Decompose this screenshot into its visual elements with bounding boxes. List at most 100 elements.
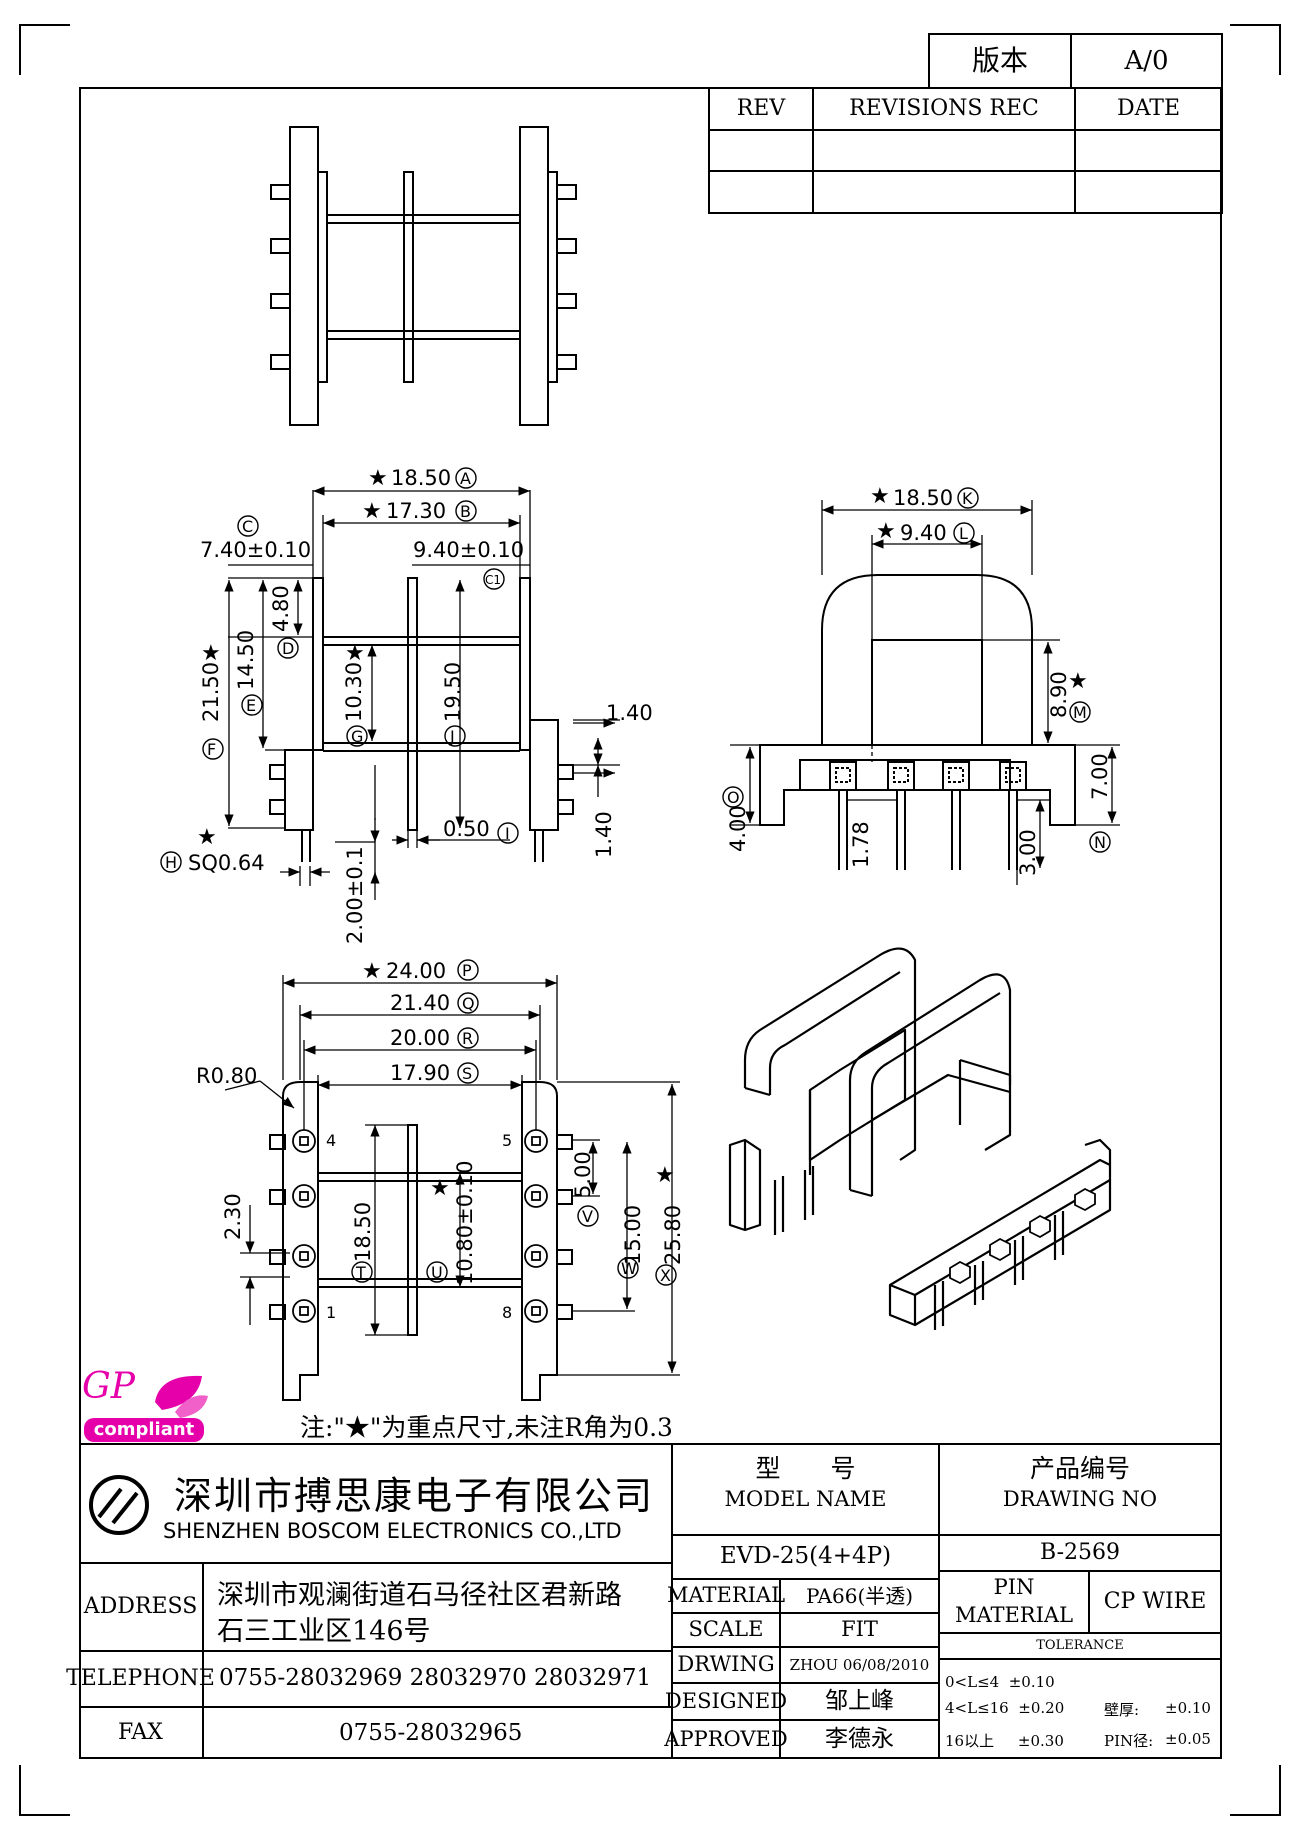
dim-pin-offset-value: 1.40 xyxy=(606,701,653,725)
mark-g: G xyxy=(351,727,363,746)
revisions-rec-header: REVISIONS REC xyxy=(814,89,1076,131)
approved-label: APPROVED xyxy=(664,1721,788,1759)
mark-w: W xyxy=(621,1259,637,1278)
mark-q: Q xyxy=(462,994,475,1013)
dim-b-value: 17.30 xyxy=(386,499,446,523)
fax-label: FAX xyxy=(79,1708,204,1759)
tolerance-label: TOLERANCE xyxy=(1036,1637,1124,1653)
dim-p-star: ★ xyxy=(362,959,382,984)
dim-a-star: ★ xyxy=(368,466,388,491)
mark-b: B xyxy=(460,502,471,521)
dim-m-star: ★ xyxy=(1068,669,1088,694)
front-view xyxy=(269,577,574,862)
side-view-labels: ★ 18.50 ★ 9.40 ★ 8.90 7.00 4.00 1.78 3.0… xyxy=(726,484,1112,876)
company-logo-icon xyxy=(89,1475,149,1535)
dim-i-value: 0.50 xyxy=(443,817,490,841)
dim-h-star: ★ xyxy=(197,825,217,850)
model-value: EVD-25(4+4P) xyxy=(719,1543,892,1570)
dim-u-star: ★ xyxy=(430,1176,450,1201)
mark-r: R xyxy=(462,1029,473,1048)
model-name-cn: 型 号 xyxy=(755,1454,856,1484)
designed-label: DESIGNED xyxy=(665,1684,787,1721)
dim-n-value: 7.00 xyxy=(1088,753,1112,800)
pin-diameter-label: PIN径: xyxy=(1104,1732,1154,1750)
dim-h-value: SQ0.64 xyxy=(188,851,265,875)
front-view-dimension-lines xyxy=(224,486,620,900)
compliant-badge: compliant xyxy=(84,1418,204,1442)
dim-b-star: ★ xyxy=(362,499,382,524)
tolerance-row-2: 4<L≤16 ±0.20 xyxy=(945,1699,1065,1717)
title-block: 深圳市搏思康电子有限公司 SHENZHEN BOSCOM ELECTRONICS… xyxy=(66,1443,1222,1759)
scale-value: FIT xyxy=(781,1614,938,1648)
pin-number-5: 5 xyxy=(502,1131,512,1150)
tolerance-row-1: 0<L≤4 ±0.10 xyxy=(945,1673,1055,1691)
dim-d-value: 4.80 xyxy=(269,585,293,632)
dim-f-star: ★ xyxy=(201,641,221,666)
fax-value: 0755-28032965 xyxy=(339,1720,523,1746)
gp-compliant-logo: GP compliant xyxy=(80,1362,210,1446)
telephone-value: 0755-28032969 28032970 28032971 xyxy=(219,1665,652,1691)
address-line2: 石三工业区146号 xyxy=(217,1616,431,1647)
mark-i: I xyxy=(505,824,510,843)
dim-u-value: 10.80±0.10 xyxy=(453,1161,477,1285)
bottom-view-labels: ★ 24.00 21.40 20.00 17.90 R0.80 2.30 18.… xyxy=(196,959,685,1322)
rev-row-2-rec xyxy=(814,172,1076,212)
mark-s: S xyxy=(462,1064,472,1083)
dim-g-value: 10.30 xyxy=(342,662,366,722)
tolerance-row-3: 16以上 ±0.30 xyxy=(945,1732,1064,1750)
dim-l-value: 9.40 xyxy=(900,521,947,545)
approved-by: 李德永 xyxy=(825,1726,894,1753)
drawing-no-en: DRAWING NO xyxy=(1002,1487,1158,1512)
top-outline-view xyxy=(270,126,577,426)
isometric-view xyxy=(728,947,1112,1330)
dim-s-value: 17.90 xyxy=(390,1061,450,1085)
dim-x-star: ★ xyxy=(655,1163,675,1188)
front-view-marks: A B C C1 D E F G J I H xyxy=(160,467,519,873)
rev-row-1-date xyxy=(1076,131,1221,172)
dim-j-value: 19.50 xyxy=(441,662,465,722)
dim-l-star: ★ xyxy=(876,519,896,544)
side-view-marks: K L M N O xyxy=(722,487,1111,853)
dim-w-value: 15.00 xyxy=(621,1205,645,1265)
technical-drawing: ★ 18.50 ★ 17.30 7.40±0.10 9.40±0.10 0.50… xyxy=(160,126,1120,1401)
pin-diameter-value: ±0.05 xyxy=(1165,1730,1211,1748)
bottom-view-marks: P Q R S T U V W X xyxy=(351,959,677,1286)
dim-g-star: ★ xyxy=(345,641,365,666)
dim-c-value: 7.40±0.10 xyxy=(200,538,311,562)
mark-c: C xyxy=(242,517,253,536)
drawing-by: ZHOU 06/08/2010 xyxy=(781,1648,938,1684)
dim-a-value: 18.50 xyxy=(391,466,451,490)
version-value: A/0 xyxy=(1124,45,1169,76)
mark-u: U xyxy=(431,1263,443,1282)
mark-e: E xyxy=(246,696,256,715)
mark-l: L xyxy=(959,524,968,543)
dim-k-star: ★ xyxy=(870,484,890,509)
rev-row-2-rev xyxy=(710,172,814,212)
material-label: MATERIAL xyxy=(667,1580,785,1614)
company-name-en: SHENZHEN BOSCOM ELECTRONICS CO.,LTD xyxy=(163,1519,622,1543)
date-header: DATE xyxy=(1076,89,1221,131)
revisions-table: REV REVISIONS REC DATE xyxy=(708,87,1223,214)
mark-k: K xyxy=(962,489,973,508)
mark-p: P xyxy=(462,961,472,980)
drawing-no-cn: 产品编号 xyxy=(1029,1454,1130,1484)
side-view xyxy=(759,574,1076,870)
isometric-view-pads xyxy=(949,1187,1096,1285)
dim-k-value: 18.50 xyxy=(893,486,953,510)
wall-thickness-value: ±0.10 xyxy=(1165,1699,1211,1717)
telephone-label: TELEPHONE xyxy=(66,1652,215,1706)
dim-x-value: 25.80 xyxy=(661,1205,685,1265)
mark-c1: C1 xyxy=(485,573,501,587)
address-line1: 深圳市观澜街道石马径社区君新路 xyxy=(217,1580,622,1611)
gp-text: GP xyxy=(82,1366,135,1407)
drawing-label: DRWING xyxy=(673,1648,781,1684)
dim-pitch-value: 2.30 xyxy=(221,1193,245,1240)
wall-thickness-label: 壁厚: xyxy=(1104,1701,1140,1719)
drawing-no-value: B-2569 xyxy=(1040,1539,1120,1565)
mark-x: X xyxy=(660,1266,671,1285)
mark-d: D xyxy=(282,639,294,658)
pin-material-label-2: MATERIAL xyxy=(954,1603,1074,1628)
dim-c1-value: 9.40±0.10 xyxy=(413,538,524,562)
dim-r-value: 20.00 xyxy=(390,1026,450,1050)
pin-number-1: 1 xyxy=(326,1303,336,1322)
